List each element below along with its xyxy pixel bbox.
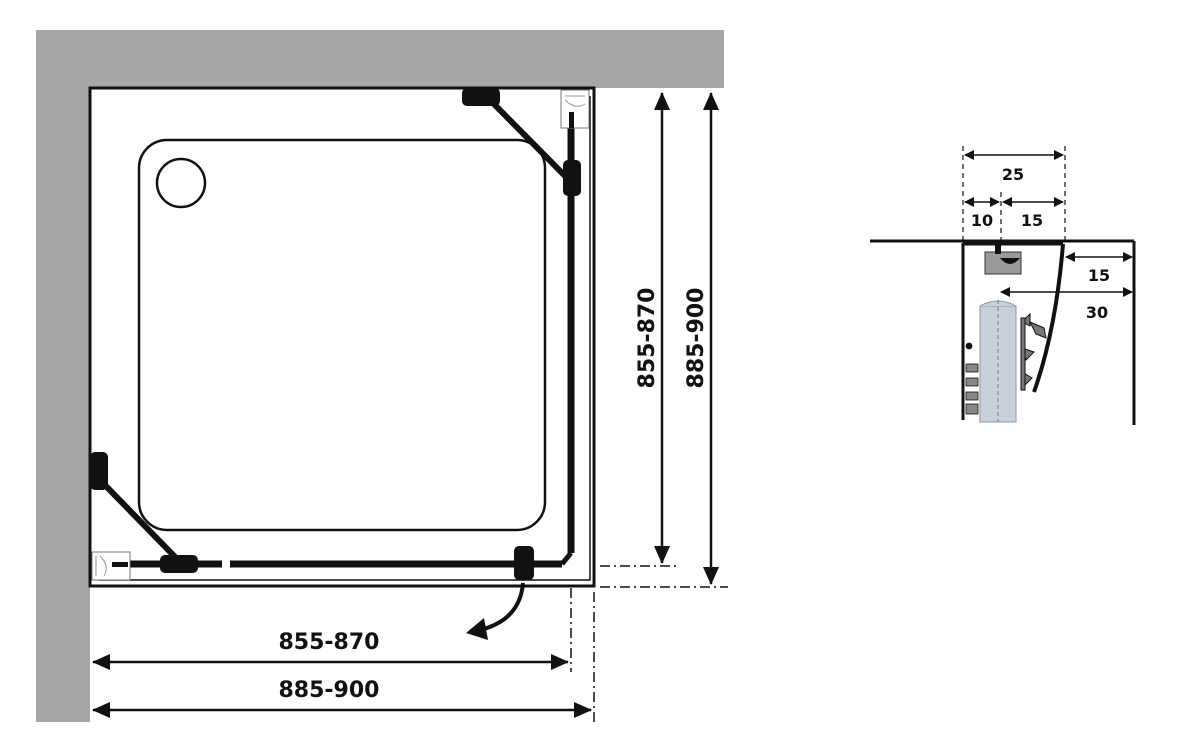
stabilizer-clamp-bottom xyxy=(160,555,198,573)
profile-screw-block xyxy=(984,251,1022,275)
enclosure-frame xyxy=(90,88,591,640)
detail-guides xyxy=(962,146,1066,240)
stabilizer-mount-top xyxy=(462,88,500,106)
door-handle xyxy=(514,546,534,580)
depth-dimensions: 855-870 885-900 xyxy=(635,92,719,585)
stabilizer-clamp-right xyxy=(563,160,581,196)
detail-left-label: 10 xyxy=(971,211,993,230)
detail-right-label: 15 xyxy=(1021,211,1043,230)
stabilizer-bar-top xyxy=(487,97,574,185)
detail-side-small-label: 15 xyxy=(1088,266,1110,285)
width-dimensions: 855-870 885-900 xyxy=(92,630,592,718)
wall-profile-top-icon xyxy=(560,89,590,129)
tray-outer xyxy=(88,86,596,588)
seal-left-icon xyxy=(965,342,979,415)
walls xyxy=(36,30,724,722)
seal-right-icon xyxy=(1020,312,1047,391)
depth-outer-label: 885-900 xyxy=(684,288,709,389)
door-swing-arrow-icon xyxy=(479,582,525,632)
door-swing-arrowhead-icon xyxy=(466,618,488,640)
depth-inner-label: 855-870 xyxy=(635,288,660,389)
width-inner-label: 855-870 xyxy=(279,630,380,655)
stabilizer-mount-left xyxy=(90,452,108,490)
profile-curved-lip xyxy=(1032,243,1065,393)
width-outer-label: 885-900 xyxy=(279,678,380,703)
shower-tray xyxy=(88,86,596,588)
inner-frame-line xyxy=(98,96,591,581)
stabilizer-bar-left xyxy=(97,477,183,565)
screw-icon xyxy=(1000,258,1020,264)
detail-side-large-label: 30 xyxy=(1086,303,1108,322)
detail-total-label: 25 xyxy=(1002,165,1024,184)
profile-detail: 25 10 15 15 30 xyxy=(870,146,1136,425)
tray-basin xyxy=(137,138,547,532)
left-wall xyxy=(36,30,90,722)
drain-icon xyxy=(155,157,207,209)
wall-profile-left-icon xyxy=(91,551,131,581)
extension-lines xyxy=(570,565,728,722)
top-wall xyxy=(36,30,724,88)
corner-joint xyxy=(560,551,573,566)
